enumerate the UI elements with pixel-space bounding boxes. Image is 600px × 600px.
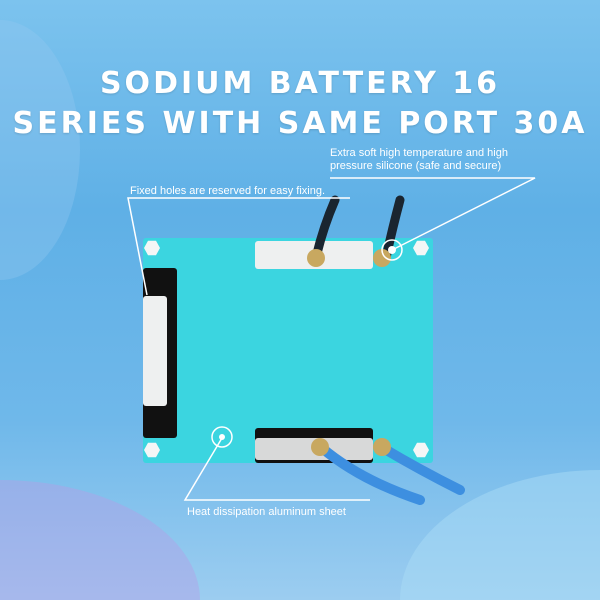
callout-text: pressure silicone (safe and secure) [330,160,502,172]
leader-dot [219,434,225,440]
balance-connector [143,296,167,406]
aluminum-board [143,238,433,463]
blue-cable [378,443,465,495]
callout-aluminum: Heat dissipation aluminum sheet [187,506,346,518]
blue-cable [317,443,425,505]
cable-grommet [307,249,325,267]
leader-line-holes [127,197,350,296]
callout-holes: Fixed holes are reserved for easy fixing… [130,185,326,197]
title-line-2: SERIES WITH SAME PORT 30A [12,106,588,141]
mounting-hole [144,240,160,256]
title-line-1: SODIUM BATTERY 16 [99,66,501,101]
leader-marker [211,426,233,448]
mounting-hole [413,240,429,256]
mounting-hole [144,442,160,458]
callout-silicone: Extra soft high temperature and high pre… [330,147,508,173]
cable-grommet [311,438,329,456]
cable-grommet [373,249,391,267]
mounting-hole [413,442,429,458]
leader-marker [381,239,403,261]
leader-line-silicone [330,177,536,251]
leader-dot [388,246,396,254]
leader-line-aluminum [183,437,370,501]
cable-grommet [373,438,391,456]
callout-text: Extra soft high temperature and high [330,147,508,159]
